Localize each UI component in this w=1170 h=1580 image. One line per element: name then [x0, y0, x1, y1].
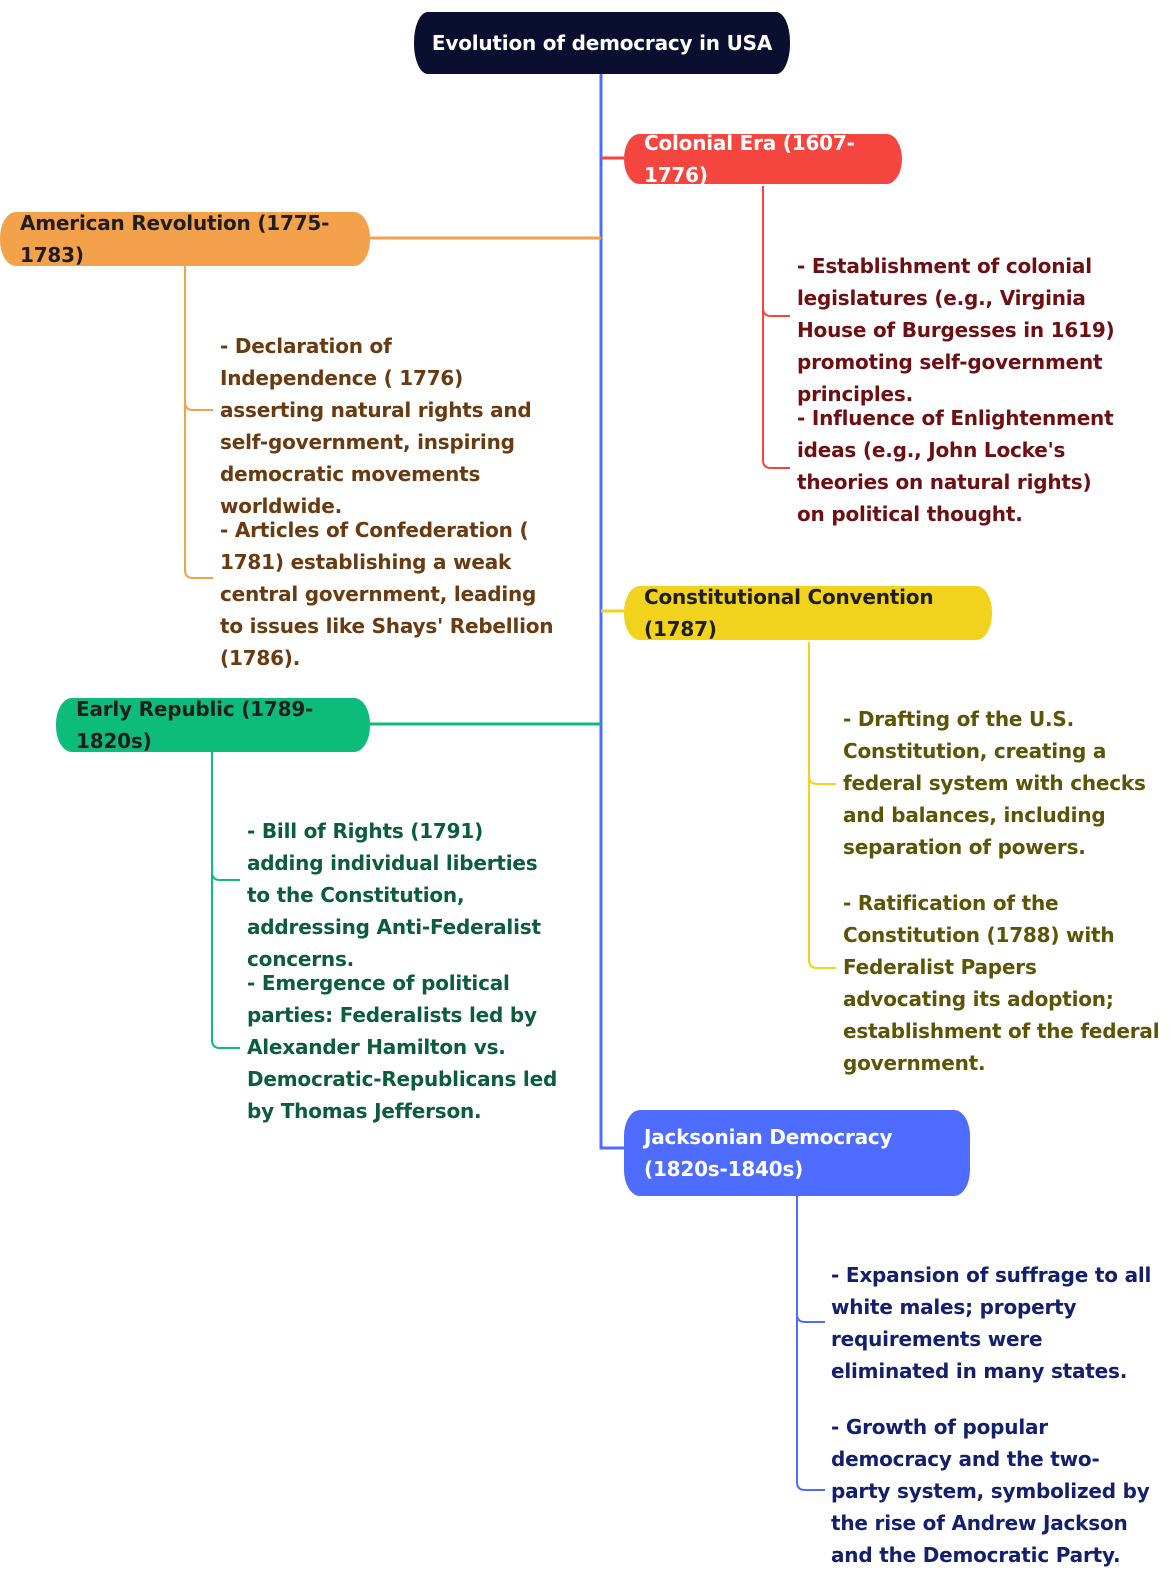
colonial-note-line-1	[762, 186, 790, 317]
early-republic-title: Early Republic (1789-1820s)	[76, 697, 314, 753]
colonial-note-1: - Establishment of colonial legislatures…	[797, 254, 1115, 406]
revolution-note-line-2	[184, 400, 213, 579]
revolution-note-2: - Articles of Confederation ( 1781) esta…	[220, 518, 554, 670]
jacksonian-note-line-1	[796, 1196, 825, 1323]
convention-note-line-1	[808, 642, 836, 785]
constitutional-convention-node[interactable]: Constitutional Convention (1787)	[624, 585, 992, 641]
jacksonian-democracy-node[interactable]: Jacksonian Democracy (1820s-1840s)	[624, 1110, 970, 1196]
colonial-note-line-2	[762, 300, 790, 469]
constitutional-convention-title: Constitutional Convention (1787)	[644, 585, 934, 641]
early-republic-note-1: - Bill of Rights (1791) adding individua…	[247, 819, 541, 971]
colonial-note-2: - Influence of Enlightenment ideas (e.g.…	[797, 406, 1114, 526]
american-revolution-node[interactable]: American Revolution (1775-1783)	[0, 211, 370, 267]
trunk-line	[599, 74, 624, 1150]
root-node[interactable]: Evolution of democracy in USA	[414, 12, 790, 74]
root-title: Evolution of democracy in USA	[431, 31, 773, 55]
early-republic-note-2: - Emergence of political parties: Federa…	[247, 971, 558, 1123]
early-republic-note-line-1	[211, 752, 240, 881]
colonial-era-node[interactable]: Colonial Era (1607-1776)	[624, 131, 902, 187]
convention-note-2: - Ratification of the Constitution (1788…	[843, 891, 1160, 1075]
jacksonian-note-2: - Growth of popular democracy and the tw…	[831, 1415, 1150, 1567]
early-republic-node[interactable]: Early Republic (1789-1820s)	[56, 697, 370, 753]
jacksonian-note-line-2	[796, 1310, 825, 1491]
american-revolution-title: American Revolution (1775-1783)	[20, 211, 330, 267]
revolution-note-1: - Declaration of Independence ( 1776) as…	[220, 334, 532, 518]
colonial-era-title: Colonial Era (1607-1776)	[644, 131, 855, 187]
convention-note-1: - Drafting of the U.S. Constitution, cre…	[843, 707, 1146, 859]
jacksonian-democracy-title: Jacksonian Democracy (1820s-1840s)	[644, 1125, 893, 1181]
early-republic-note-line-2	[211, 870, 240, 1049]
jacksonian-note-1: - Expansion of suffrage to all white mal…	[831, 1263, 1152, 1383]
revolution-note-line-1	[184, 266, 213, 411]
convention-note-line-2	[808, 770, 836, 969]
